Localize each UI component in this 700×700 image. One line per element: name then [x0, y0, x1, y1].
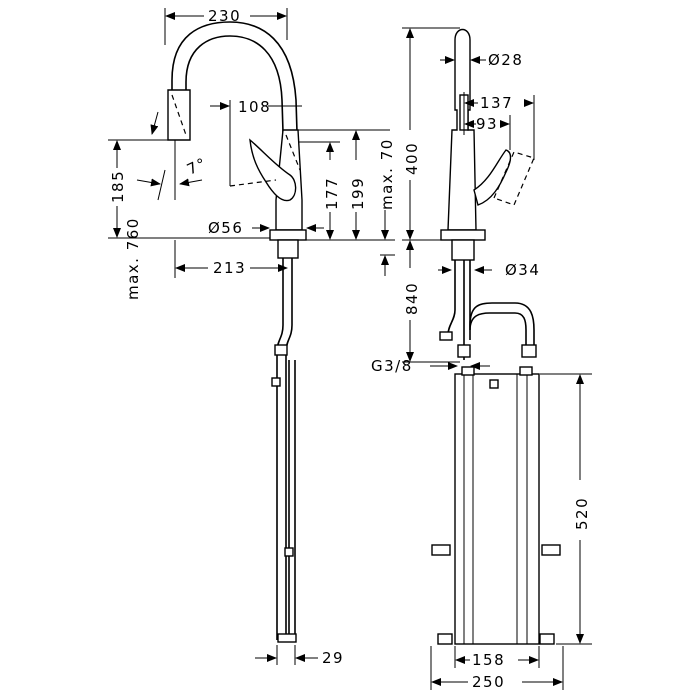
dim-max70: max. 70: [378, 138, 396, 210]
dim-230: 230: [208, 7, 241, 25]
side-view: 230 108 185 7° max. 760 177 199: [108, 7, 396, 667]
dim-108: 108: [238, 98, 271, 116]
dim-185: 185: [109, 170, 127, 203]
front-lever: [473, 149, 512, 206]
dim-dia34: Ø34: [505, 261, 540, 279]
supply-hose: [276, 258, 284, 640]
dim-840: 840: [403, 282, 421, 315]
dim-max760: max. 760: [124, 217, 142, 300]
base-plate: [269, 229, 307, 241]
dim-199: 199: [349, 177, 367, 210]
dim-250: 250: [472, 673, 505, 691]
dim-93: 93: [476, 115, 498, 133]
dim-520: 520: [573, 497, 591, 530]
box-outer: [454, 373, 540, 645]
spout-arc: [171, 21, 298, 140]
dim-dia56: Ø56: [208, 219, 243, 237]
dim-158: 158: [472, 651, 505, 669]
dim-213: 213: [213, 259, 246, 277]
dim-29: 29: [322, 649, 344, 667]
dim-400: 400: [403, 142, 421, 175]
dim-177: 177: [323, 177, 341, 210]
lever-handle: [249, 138, 297, 202]
dim-137: 137: [480, 94, 513, 112]
front-view: 400 Ø28 137 93 Ø34 840 G3/8 52: [371, 27, 592, 691]
dim-7deg: 7°: [184, 154, 210, 179]
dim-dia28: Ø28: [488, 51, 523, 69]
dim-g38: G3/8: [371, 357, 413, 375]
